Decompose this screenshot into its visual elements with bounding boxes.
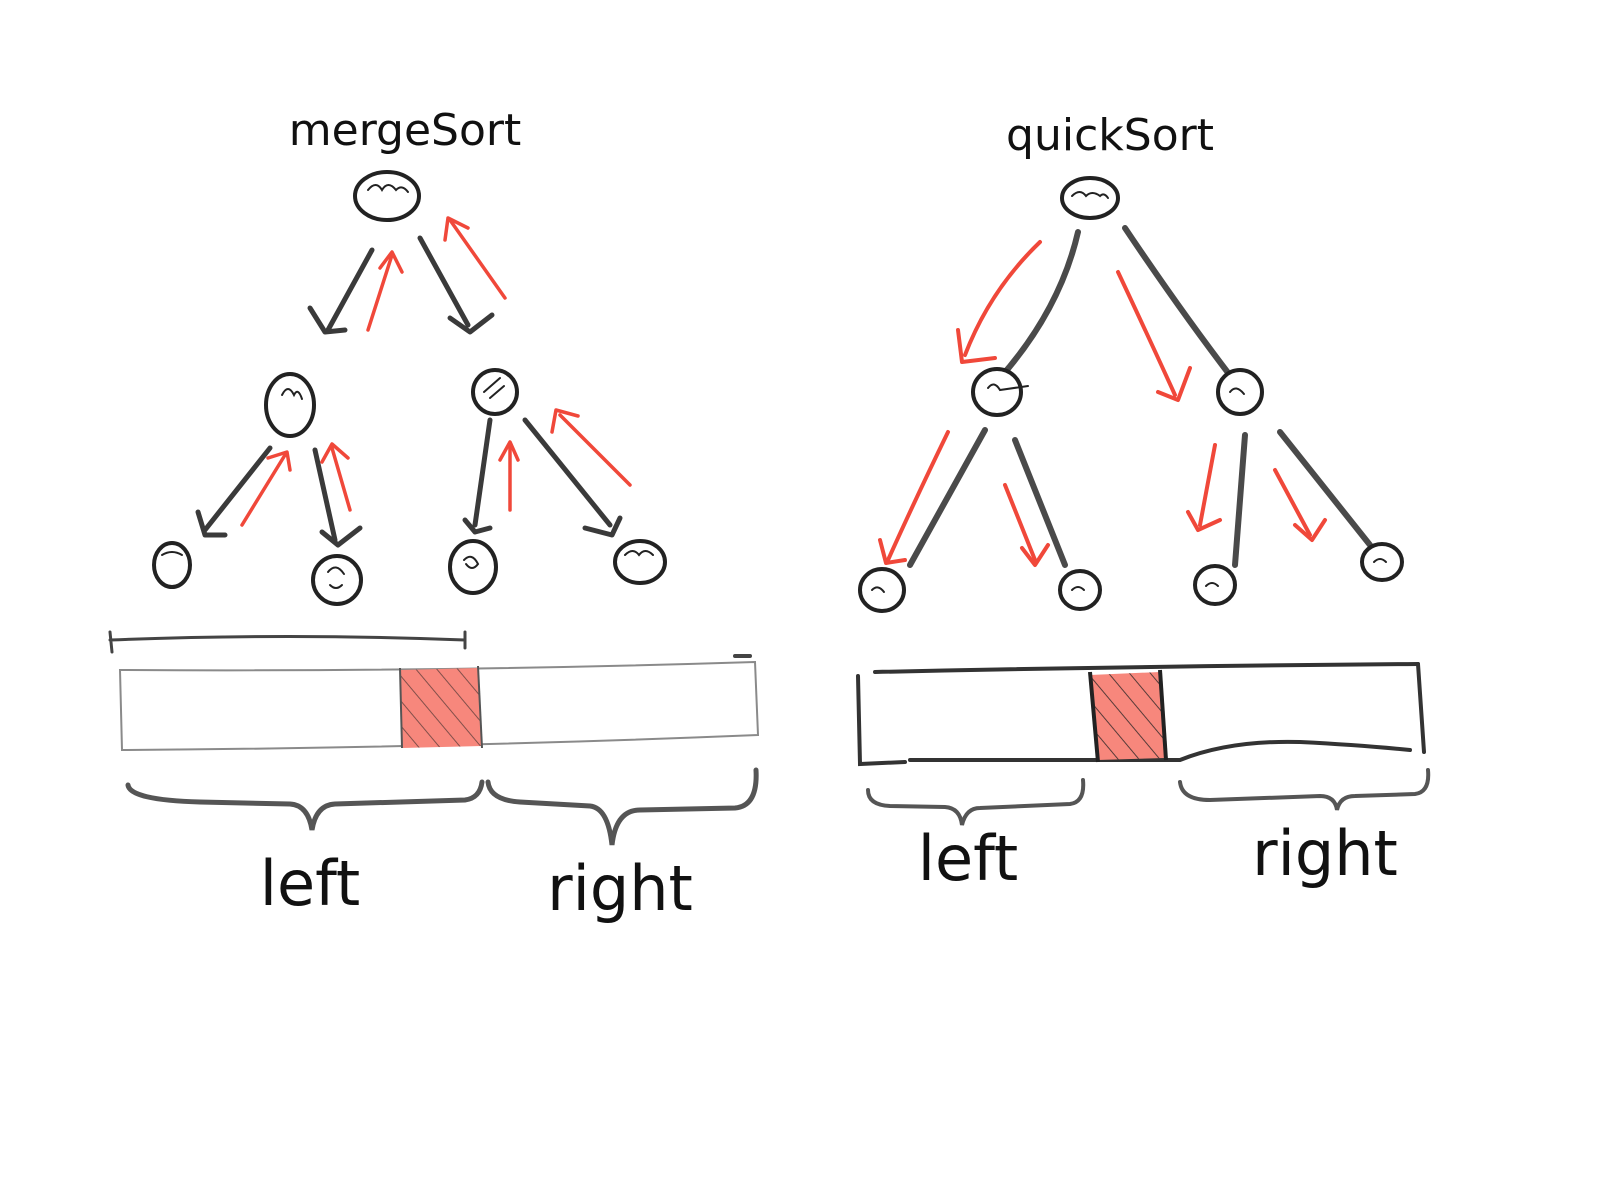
qs-edge-r-rr [1277,429,1373,548]
qs-right-label: right [1252,817,1398,890]
qs-array-divider-2 [1158,669,1168,761]
ms-arrowhead-r-rl [462,517,493,535]
ms-array-mid-hatch [400,668,482,748]
ms-node-right-scribble [483,377,505,399]
ms-node-left-scribble [281,388,303,400]
qs-node-root [1060,176,1120,220]
qs-left-label: left [918,822,1018,895]
ms-node-root [353,170,421,222]
qs-partition-arrow-rr [1273,468,1312,537]
ms-arrowhead-l-ll [195,509,228,538]
qs-node-leaf-2-scribble [1071,586,1085,591]
qs-node-left-scribble [987,383,1029,392]
qs-node-leaf-4 [1360,542,1404,582]
qs-partition-arrowhead-right [1156,366,1192,402]
ms-arrowhead-root-right [447,312,495,335]
qs-partition-arrowhead-ll [878,538,907,565]
ms-merge-arrowhead-left [378,250,404,274]
ms-edge-root-left [325,247,375,333]
ms-node-leaf-3-scribble [463,555,480,569]
qs-left-brace [866,778,1086,826]
qs-node-leaf-3 [1193,564,1237,606]
quicksort-partition-arrows [878,240,1327,567]
qs-partition-arrow-lr [1003,483,1037,562]
ms-edge-r-rr [522,417,613,528]
ms-merge-arrow-right [448,218,507,300]
qs-edge-root-left [997,229,1081,381]
qs-partition-arrowhead-lr [1020,543,1050,567]
mergesort-diagram: mergeSort [108,105,760,925]
qs-node-leaf-3-scribble [1205,582,1219,587]
ms-node-leaf-4-scribble [624,550,654,557]
ms-merge-arrow-rr [558,413,632,487]
qs-partition-arrowhead-left [956,328,997,364]
ms-merge-arrowhead-ll [266,450,292,472]
qs-edge-root-right [1122,225,1235,381]
ms-edge-l-ll [202,445,273,533]
ms-merge-arrowhead-rr [550,408,580,434]
qs-node-leaf-4-scribble [1373,558,1387,563]
ms-left-brace [125,779,485,831]
mergesort-tree-edges [195,235,623,548]
ms-left-label: left [260,847,360,920]
ms-edge-root-right [417,235,471,328]
ms-merge-arrow-left [366,253,394,332]
ms-merge-arrow-ll [240,453,287,527]
qs-array-top-edge [873,662,1420,674]
qs-array-divider-1 [1088,671,1100,763]
ms-merge-arrowhead-lr [320,442,350,464]
qs-node-right-scribble [1229,387,1245,395]
ms-arrowhead-root-left [307,305,348,335]
ms-node-leaf-4 [613,539,667,585]
ms-array-divider-1 [399,667,403,749]
quicksort-diagram: quickSort [856,110,1431,895]
qs-edge-r-rl [1232,432,1248,568]
qs-partition-arrow-rl [1198,443,1217,527]
quicksort-title: quickSort [1006,110,1214,161]
ms-node-leaf-1 [152,541,192,589]
quicksort-tree-edges [907,225,1373,568]
ms-merge-arrow-lr [330,446,352,512]
ms-arrowhead-r-rr [582,515,623,538]
ms-array [118,660,760,752]
qs-array-bottom-edge [908,739,1412,762]
qs-node-leaf-2 [1058,569,1102,611]
qs-array [856,662,1426,767]
qs-array-pivot-hatch [1090,672,1165,760]
qs-partition-arrow-left [963,240,1042,357]
ms-merge-arrowhead-rl [498,440,520,462]
qs-array-right-edge [1416,662,1426,754]
qs-array-left-edge [856,674,907,767]
qs-partition-arrow-ll [886,430,950,562]
qs-partition-arrowhead-rr [1293,518,1327,542]
mergesort-title: mergeSort [289,105,521,156]
qs-partition-arrow-right [1116,270,1177,397]
ms-node-root-scribble [367,184,409,193]
quicksort-nodes [858,176,1404,613]
ms-merge-arrowhead-right [443,216,470,242]
ms-node-leaf-2 [311,554,363,606]
ms-edge-l-lr [312,447,338,543]
ms-right-brace [485,767,759,846]
ms-edge-r-rl [472,417,493,528]
mergesort-nodes [152,170,667,606]
qs-node-left [971,367,1023,417]
ms-arrowhead-l-lr [319,525,363,548]
ms-node-right [471,368,519,416]
qs-node-leaf-1-scribble [871,586,885,593]
qs-node-root-scribble [1071,191,1109,199]
qs-edge-l-lr [1012,437,1068,568]
qs-node-right [1216,368,1264,416]
qs-partition-arrowhead-rl [1186,510,1222,532]
ms-node-leaf-1-scribble [161,551,183,556]
mergesort-merge-arrows [240,216,632,527]
ms-node-left [264,372,316,438]
ms-top-bracket [108,630,467,654]
ms-array-divider-2 [477,665,483,749]
ms-right-label: right [547,852,693,925]
qs-right-brace [1178,768,1431,811]
ms-node-leaf-2-scribble [327,566,345,589]
qs-edge-l-ll [907,427,988,568]
